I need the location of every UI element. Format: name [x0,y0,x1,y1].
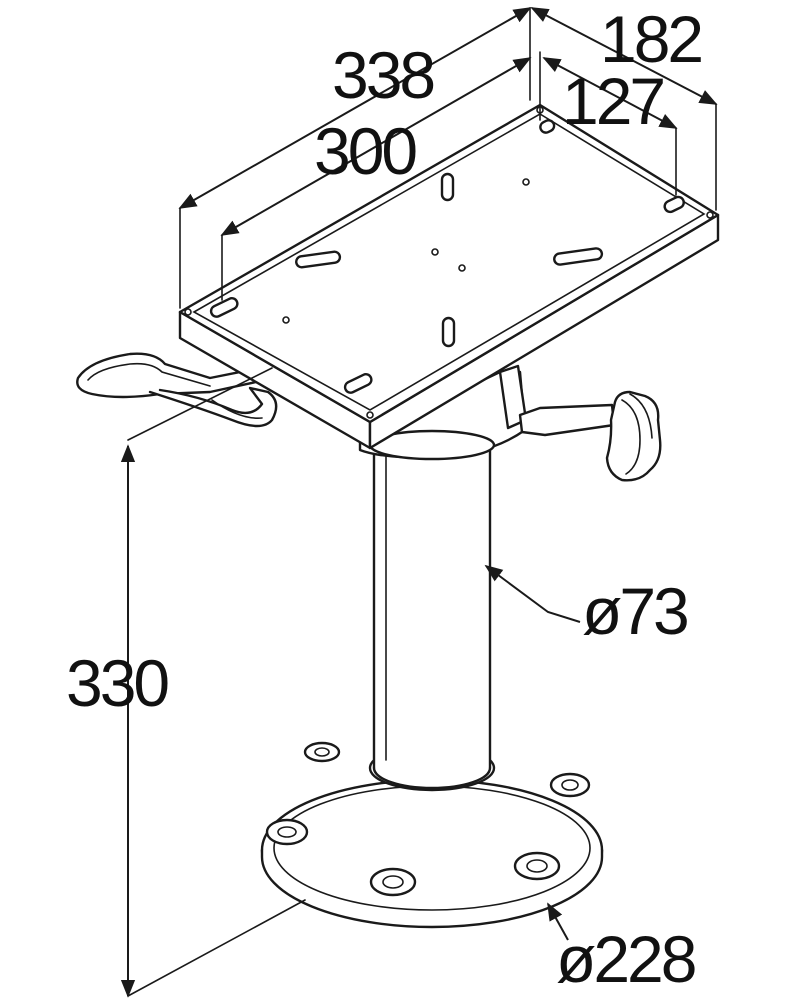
dimension-lines [120,7,718,998]
dim-label-330: 330 [66,646,168,720]
plate-slots [209,119,685,394]
column [368,448,496,792]
dim-label-base-diameter: ø228 [556,922,695,996]
base-plate [260,741,604,929]
top-mounting-plate [178,103,720,450]
base-mounting-holes [265,741,591,897]
dim-label-338: 338 [332,38,433,112]
release-lever [76,352,304,428]
dim-label-300: 300 [314,114,416,188]
locking-knob [518,390,662,482]
dim-label-182: 182 [600,2,701,76]
dim-label-column-diameter: ø73 [582,574,687,648]
dim-label-127: 127 [562,64,663,138]
